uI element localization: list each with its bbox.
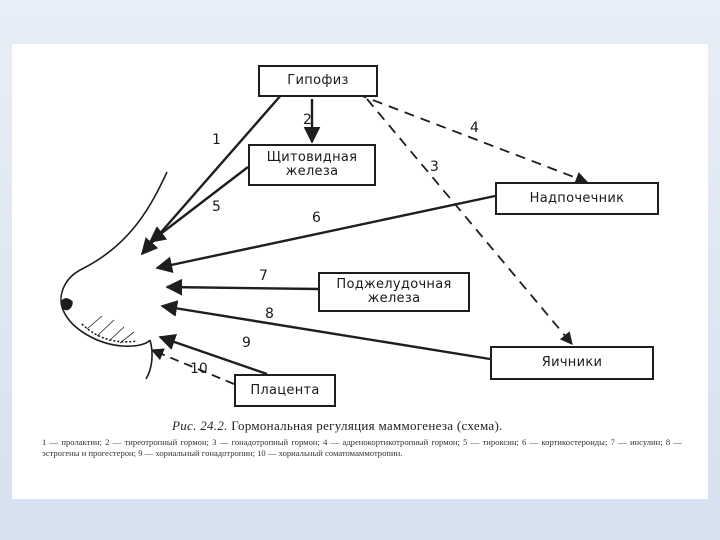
pituitary-box: Гипофиз — [258, 65, 378, 97]
arrow-label-5: 5 — [212, 199, 221, 215]
figure-title: Гормональная регуляция маммогенеза (схем… — [231, 418, 503, 433]
arrow-label-3: 3 — [430, 159, 439, 175]
pancreas-box: Поджелудочная железа — [318, 272, 470, 312]
placenta-box: Плацента — [234, 374, 336, 407]
arrow-8 — [160, 300, 491, 361]
figure-number: Рис. 24.2. — [172, 418, 228, 433]
adrenal-box: Надпочечник — [495, 182, 659, 215]
pituitary-label: Гипофиз — [287, 73, 349, 88]
arrow-label-2: 2 — [303, 112, 312, 128]
figure-legend: 1 — пролактин; 2 — тиреотропный гормон; … — [42, 437, 682, 458]
arrow-5 — [148, 166, 249, 244]
arrow-label-4: 4 — [470, 120, 479, 136]
ovaries-box: Яичники — [490, 346, 654, 380]
pancreas-label: Поджелудочная железа — [336, 277, 452, 306]
arrow-label-1: 1 — [212, 132, 221, 148]
breast-outline — [60, 171, 168, 380]
arrow-label-6: 6 — [312, 210, 321, 226]
arrow-label-9: 9 — [242, 335, 251, 351]
arrow-label-8: 8 — [265, 306, 274, 322]
adrenal-label: Надпочечник — [529, 190, 625, 206]
figure-frame: Гипофиз Щитовидная железа Надпочечник По… — [12, 44, 708, 499]
placenta-label: Плацента — [250, 382, 320, 398]
arrow-4 — [356, 93, 589, 184]
arrow-6 — [155, 194, 496, 274]
thyroid-label: Щитовидная железа — [266, 150, 358, 179]
arrow-7 — [165, 278, 319, 296]
arrow-3 — [366, 98, 573, 345]
figure-caption: Рис. 24.2. Гормональная регуляция маммог… — [172, 418, 652, 434]
arrow-label-7: 7 — [259, 268, 268, 284]
arrow-label-10: 10 — [190, 361, 208, 377]
ovaries-label: Яичники — [541, 355, 603, 370]
mammogenesis-diagram — [60, 93, 589, 385]
thyroid-box: Щитовидная железа — [248, 144, 376, 186]
arrow-9 — [158, 334, 268, 376]
